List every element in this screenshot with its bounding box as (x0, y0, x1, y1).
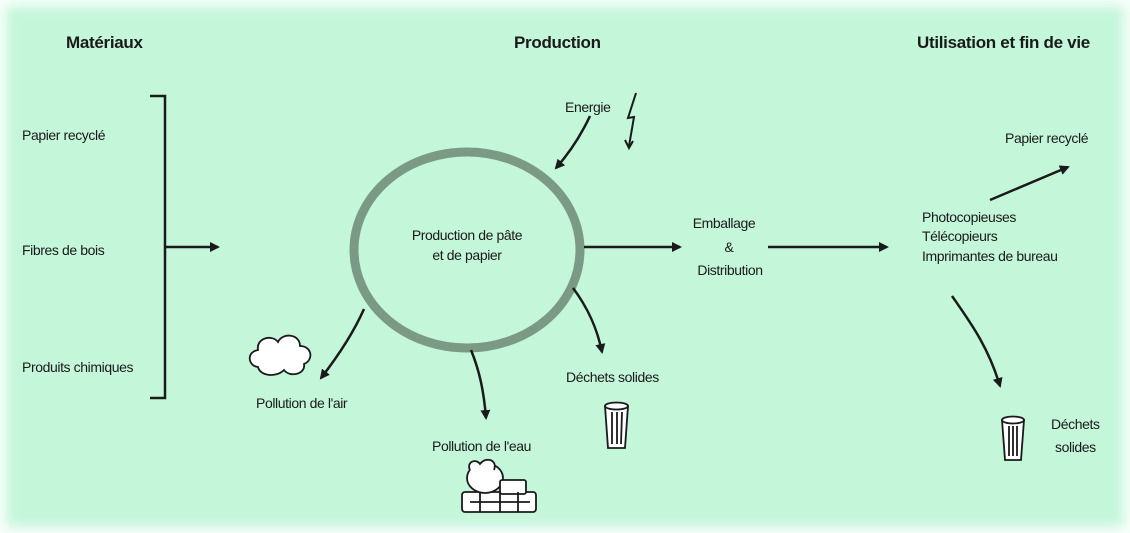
water-pollution-icon (461, 458, 537, 513)
material-wood-fibres: Fibres de bois (22, 242, 105, 258)
process-label-line1: Production de pâte (411, 227, 523, 243)
distribution-line1: Emballage (692, 215, 756, 231)
trash-can-icon-end (1001, 415, 1025, 461)
process-label-line2: et de papier (432, 247, 502, 263)
energy-arrow (554, 115, 592, 170)
header-production: Production (514, 33, 601, 52)
solid-waste-arrow (571, 287, 606, 354)
header-materials: Matériaux (66, 33, 143, 52)
energy-label: Energie (565, 99, 611, 115)
solid-waste-label: Déchets solides (566, 369, 659, 385)
lightning-icon (626, 92, 637, 147)
production-circle (349, 147, 585, 353)
end-solid-waste-line1: Déchets (1051, 416, 1100, 432)
trash-can-icon (604, 401, 629, 449)
water-pollution-arrow (469, 349, 491, 420)
distribution-line3: Distribution (697, 262, 763, 278)
recycled-paper-label: Papier recyclé (1005, 130, 1089, 146)
end-solid-waste-line2: solides (1055, 439, 1096, 455)
materials-bracket (150, 94, 167, 400)
device-photocopiers: Photocopieuses (922, 209, 1017, 225)
material-chemicals: Produits chimiques (22, 359, 134, 375)
cloud-icon (248, 334, 312, 376)
water-pollution-label: Pollution de l'eau (432, 438, 531, 454)
air-pollution-label: Pollution de l'air (256, 395, 348, 411)
header-use-end-of-life: Utilisation et fin de vie (917, 33, 1090, 52)
end-of-life-waste-arrow (950, 295, 1003, 388)
air-pollution-arrow (319, 308, 366, 380)
device-printers: Imprimantes de bureau (922, 248, 1058, 264)
device-fax: Télécopieurs (922, 228, 998, 244)
material-recycled-paper: Papier recyclé (22, 127, 106, 143)
distribution-line2: & (724, 239, 734, 255)
recycle-arrow (989, 165, 1070, 202)
